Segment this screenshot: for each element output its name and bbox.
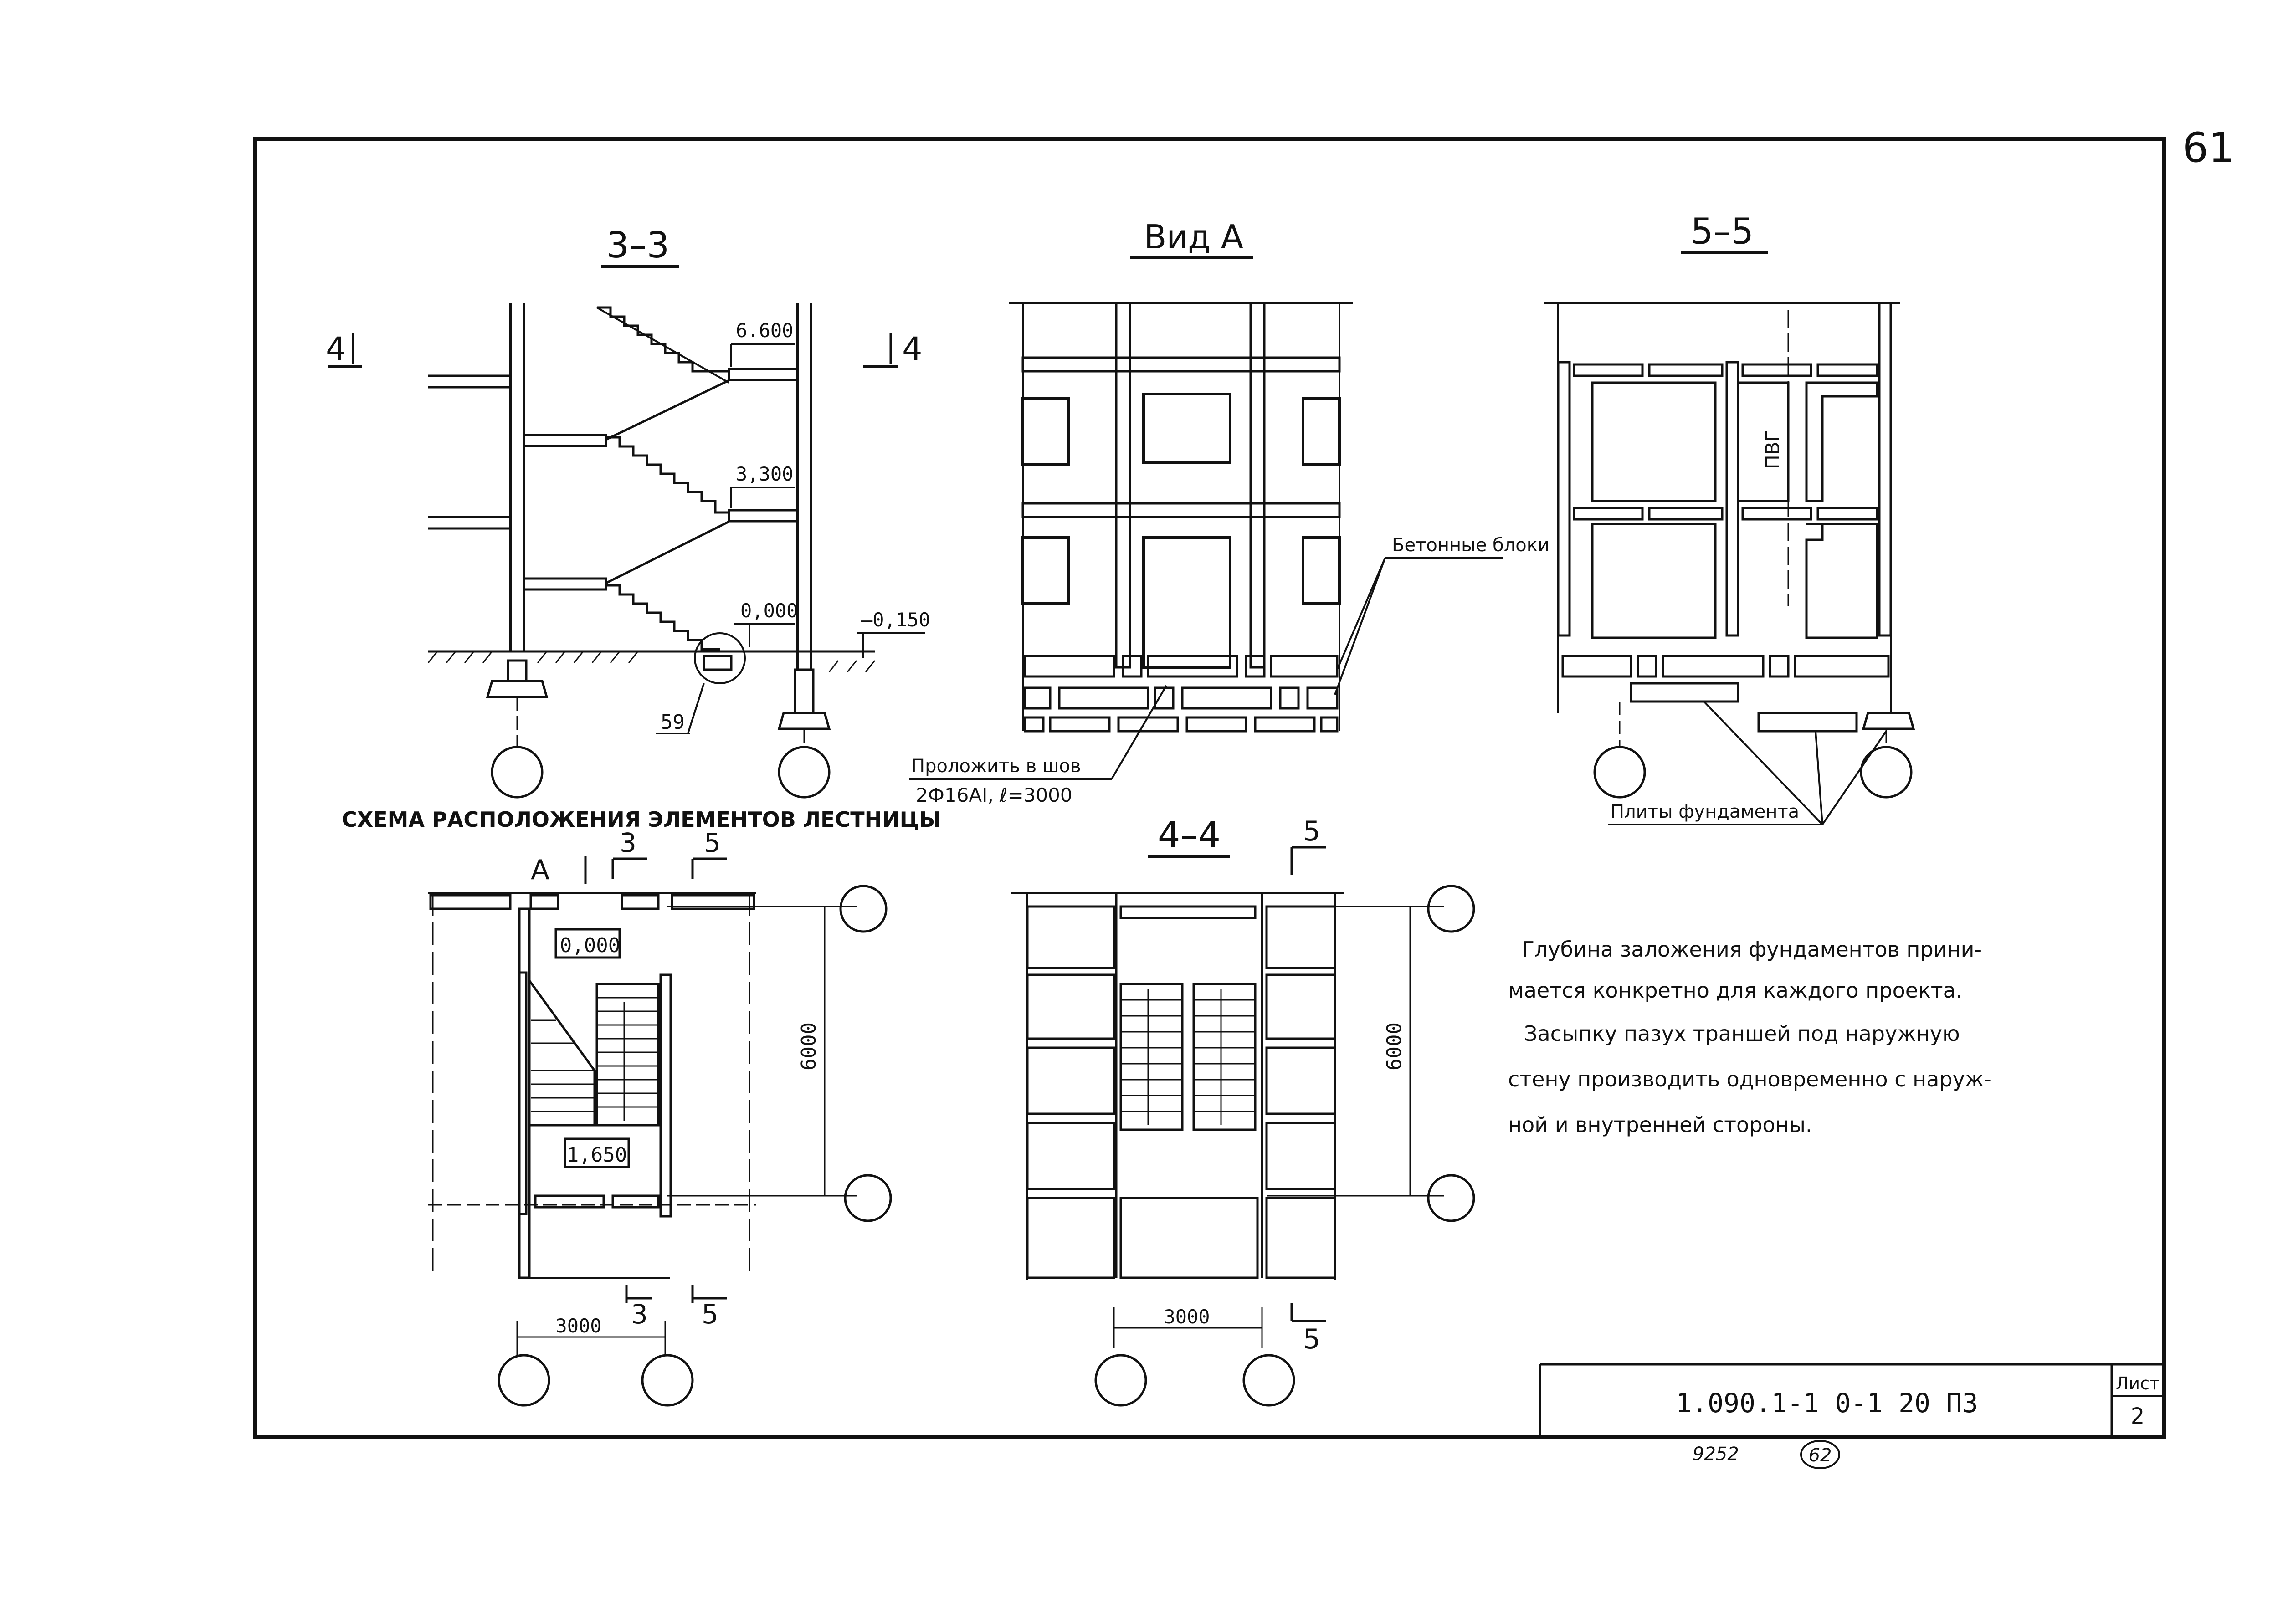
level-3300: 3,300 xyxy=(736,463,793,485)
sheet-corner-number: 61 xyxy=(2182,124,2235,172)
level-0000: 0,000 xyxy=(740,599,798,622)
note-line-5: ной и внутренней стороны. xyxy=(1508,1112,1812,1137)
section-3-3-cut-left: 4 xyxy=(326,330,346,368)
title-block-sheet-number: 2 xyxy=(2131,1404,2145,1429)
view-a-marker: А xyxy=(531,854,549,886)
section-3-3-title: 3–3 xyxy=(606,225,669,266)
footer-inventory-number: 9252 xyxy=(1693,1444,1739,1465)
section-5-5: 5–5 ПВГ Пли xyxy=(1544,211,1915,825)
level-minus-0150: –0,150 xyxy=(861,609,930,631)
callout-foundation-plates: Плиты фундамента xyxy=(1611,801,1799,822)
plan-4-4-cut-5-top: 5 xyxy=(1303,815,1320,847)
callout-rebar-line1: Проложить в шов xyxy=(911,756,1081,777)
callout-rebar-line2: 2Ф16АI, ℓ=3000 xyxy=(916,784,1072,806)
title-block-sheet-label: Лист xyxy=(2116,1373,2160,1393)
note-line-3: Засыпку пазух траншей под наружную xyxy=(1524,1021,1960,1046)
section-3-3-cut-right: 4 xyxy=(902,330,923,368)
pvg-label: ПВГ xyxy=(1761,430,1784,469)
section-3-3: 3–3 xyxy=(326,225,930,799)
notes: Глубина заложения фундаментов прини- мае… xyxy=(1508,937,1991,1137)
sheet-frame xyxy=(253,137,2166,1439)
plan-dim-height: 6000 xyxy=(797,1022,821,1071)
plan-4-4-dim-width: 3000 xyxy=(1164,1306,1210,1328)
note-line-4: стену производить одновременно с наруж- xyxy=(1508,1067,1991,1091)
view-a: Вид А Бетонные блоки xyxy=(909,218,1549,806)
scheme-caption: СХЕМА РАСПОЛОЖЕНИЯ ЭЛЕМЕНТОВ ЛЕСТНИЦЫ xyxy=(342,807,941,832)
plan-dim-width: 3000 xyxy=(555,1315,601,1337)
title-block: 1.090.1-1 0-1 20 ПЗ Лист 2 xyxy=(1539,1363,2164,1437)
footer-page-mark-circle xyxy=(1800,1440,1840,1469)
note-line-1: Глубина заложения фундаментов прини- xyxy=(1522,937,1982,962)
plan-scheme: 0,000 1,650 А 3 5 3 5 6000 3000 xyxy=(428,827,892,1407)
plan-4-4-dim-height: 6000 xyxy=(1383,1022,1406,1071)
plan-cut-5-top: 5 xyxy=(704,827,721,858)
footer-page-mark: 62 xyxy=(1809,1445,1832,1466)
detail-ref-59: 59 xyxy=(661,711,685,734)
plan-cut-3-bottom: 3 xyxy=(631,1299,648,1330)
plan-level-0000: 0,000 xyxy=(560,934,620,957)
section-5-5-title: 5–5 xyxy=(1691,211,1754,252)
plan-cut-5-bottom: 5 xyxy=(702,1299,718,1330)
note-line-2: мается конкретно для каждого проекта. xyxy=(1508,978,1962,1003)
plan-4-4-title: 4–4 xyxy=(1158,815,1221,856)
plan-level-1650: 1,650 xyxy=(567,1143,627,1167)
plan-cut-3-top: 3 xyxy=(620,827,636,858)
view-a-title: Вид А xyxy=(1144,218,1243,256)
plan-4-4-cut-5-bottom: 5 xyxy=(1303,1323,1320,1355)
callout-concrete-blocks: Бетонные блоки xyxy=(1392,535,1549,556)
level-6600: 6.600 xyxy=(736,319,793,342)
plan-4-4: 4–4 5 xyxy=(1011,815,1475,1407)
title-block-code: 1.090.1-1 0-1 20 ПЗ xyxy=(1676,1388,1978,1419)
